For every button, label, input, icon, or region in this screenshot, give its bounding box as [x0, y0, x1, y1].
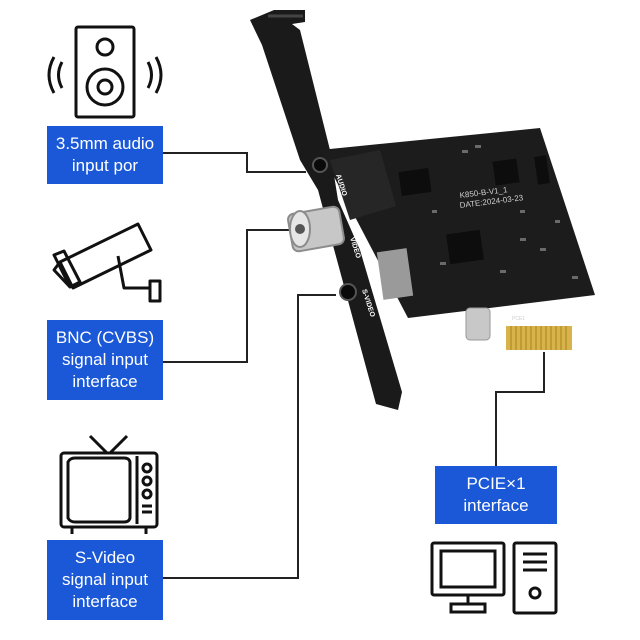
pcie-connector-line — [495, 352, 545, 466]
svideo-port — [339, 283, 357, 301]
audio-label-line-2: input por — [71, 156, 139, 175]
audio-jack — [312, 157, 328, 173]
slot-label-text: PCE1 — [512, 316, 525, 322]
bnc-connector — [287, 205, 345, 253]
pcie-label-line-2: interface — [463, 496, 529, 515]
cctv-camera-icon — [52, 222, 162, 303]
svideo-label-line-3: interface — [72, 592, 138, 611]
bnc-label-line-3: interface — [72, 372, 138, 391]
svideo-input-label: S-Video signal input interface — [47, 540, 163, 620]
pcie-interface-label: PCIE×1 interface — [435, 466, 557, 524]
svideo-connector-line — [163, 294, 336, 579]
desktop-computer-icon — [430, 541, 558, 615]
svideo-label-line-1: S-Video — [74, 548, 136, 567]
bnc-label-line-2: signal input — [61, 350, 148, 369]
bnc-input-label: BNC (CVBS) signal input interface — [47, 320, 163, 400]
bnc-connector-line — [163, 229, 290, 363]
connector-lines — [163, 152, 545, 579]
speaker-icon — [47, 25, 163, 119]
audio-label-line-1: 3.5mm audio — [55, 134, 155, 153]
svideo-label-line-2: signal input — [61, 570, 148, 589]
audio-connector-line — [163, 152, 306, 173]
pcie-label-line-1: PCIE×1 — [466, 474, 526, 493]
tv-icon — [59, 434, 159, 534]
capture-card: K850-B-V1_1 DATE:2024-03-23 PCE1 AUDIO V… — [250, 10, 595, 410]
audio-input-label: 3.5mm audio input por — [47, 126, 163, 184]
bnc-label-line-1: BNC (CVBS) — [55, 328, 155, 347]
